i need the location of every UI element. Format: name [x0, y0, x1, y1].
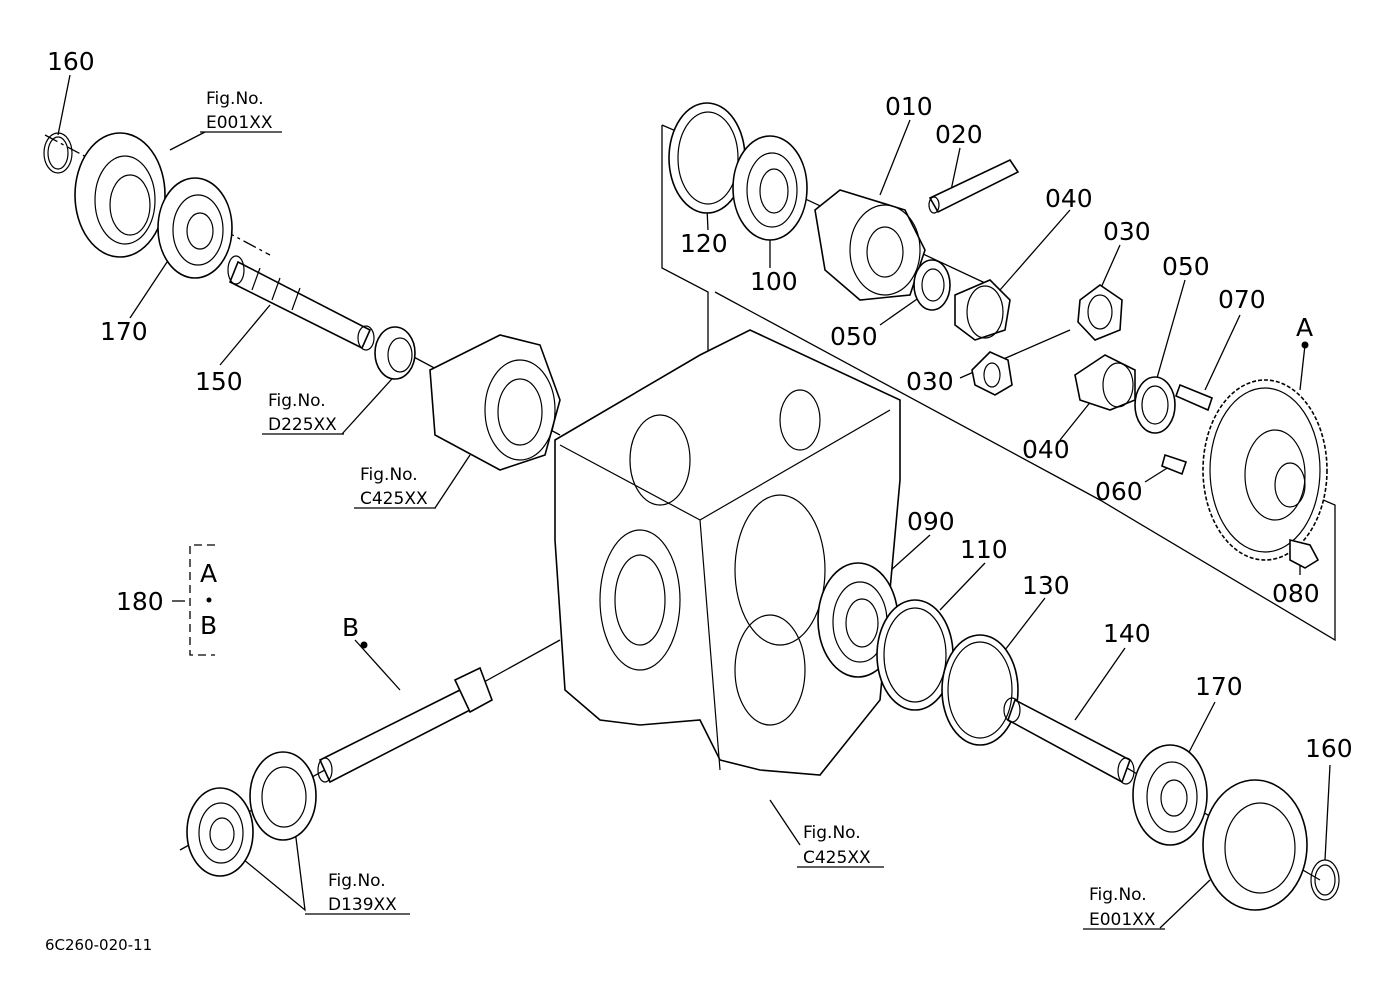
figure-references: Fig.No. E001XX Fig.No. D225XX Fig.No. C4… [200, 89, 1165, 930]
part-snap-ring-160-right [1310, 859, 1340, 901]
part-bolt-080 [1289, 538, 1320, 569]
fig-label-e001-right: Fig.No. [1089, 885, 1147, 905]
fig-label-d139: Fig.No. [328, 871, 386, 891]
fig-ref-c425-bottom: C425XX [803, 848, 871, 868]
label-100: 100 [750, 267, 798, 296]
label-030-top: 030 [1103, 217, 1151, 246]
label-060: 060 [1095, 477, 1143, 506]
part-shaft-140 [1003, 697, 1135, 785]
diagram-id: 6C260-020-11 [45, 936, 152, 954]
part-number-labels: 160 170 150 120 100 010 020 040 030 050 … [47, 47, 1353, 763]
label-130: 130 [1022, 571, 1070, 600]
label-070: 070 [1218, 285, 1266, 314]
label-150: 150 [195, 367, 243, 396]
label-010: 010 [885, 92, 933, 121]
part-bearing-d139-a [249, 751, 317, 841]
label-160-right: 160 [1305, 734, 1353, 763]
fig-label-c425-top: Fig.No. [360, 465, 418, 485]
label-170-right: 170 [1195, 672, 1243, 701]
label-110: 110 [960, 535, 1008, 564]
fig-label-d225: Fig.No. [268, 391, 326, 411]
part-snap-ring-160-left [43, 132, 73, 174]
part-bearing-170-left [157, 177, 233, 279]
fig-ref-d225: D225XX [268, 415, 337, 435]
label-120: 120 [680, 229, 728, 258]
part-cover-e001-left [74, 132, 166, 258]
label-020: 020 [935, 120, 983, 149]
part-gear-030-left [971, 351, 1013, 396]
part-gear-040-bottom [1074, 354, 1136, 411]
part-pin-020 [928, 158, 1020, 214]
label-050-left: 050 [830, 322, 878, 351]
label-080: 080 [1272, 579, 1320, 608]
part-bearing-d139-b [186, 787, 254, 877]
part-gear-030-top [1077, 284, 1123, 341]
part-coupler-d225 [374, 326, 416, 380]
fig-ref-e001-right: E001XX [1089, 910, 1156, 930]
part-pin-070 [1174, 383, 1213, 412]
label-040-top: 040 [1045, 184, 1093, 213]
label-050-right: 050 [1162, 252, 1210, 281]
label-180-member-a: A [200, 559, 217, 588]
fig-ref-c425-top: C425XX [360, 489, 428, 509]
part-transmission-case [554, 329, 901, 776]
fig-ref-e001-left: E001XX [206, 113, 273, 133]
fig-label-c425-bottom: Fig.No. [803, 823, 861, 843]
part-snap-ring-130 [941, 634, 1019, 746]
part-shaft-150 [227, 255, 375, 351]
label-030-left: 030 [906, 367, 954, 396]
part-diff-case-010 [814, 189, 926, 301]
label-180-member-b: B [200, 611, 217, 640]
part-pinion-shaft-b [317, 666, 493, 784]
point-a-marker [1301, 341, 1309, 349]
label-180: 180 [116, 587, 164, 616]
label-140: 140 [1103, 619, 1151, 648]
label-040-bottom: 040 [1022, 435, 1070, 464]
part-washer-050-left [913, 259, 951, 311]
part-gear-040-top [954, 279, 1011, 341]
part-pin-060 [1161, 453, 1188, 476]
label-090: 090 [907, 507, 955, 536]
part-bearing-170-right [1132, 744, 1208, 846]
point-b-marker [360, 641, 368, 649]
fig-label-e001-left: Fig.No. [206, 89, 264, 109]
part-ring-gear [1202, 379, 1328, 561]
label-170-left: 170 [100, 317, 148, 346]
part-washer-050-right [1134, 376, 1176, 434]
part-housing-c425-top [429, 334, 561, 471]
part-bearing-100 [732, 135, 808, 241]
label-180-dot [206, 597, 212, 603]
fig-ref-d139: D139XX [328, 895, 397, 915]
part-cover-e001-right [1202, 779, 1308, 911]
label-160-left: 160 [47, 47, 95, 76]
label-point-b: B [342, 613, 359, 642]
label-point-a: A [1296, 313, 1313, 342]
